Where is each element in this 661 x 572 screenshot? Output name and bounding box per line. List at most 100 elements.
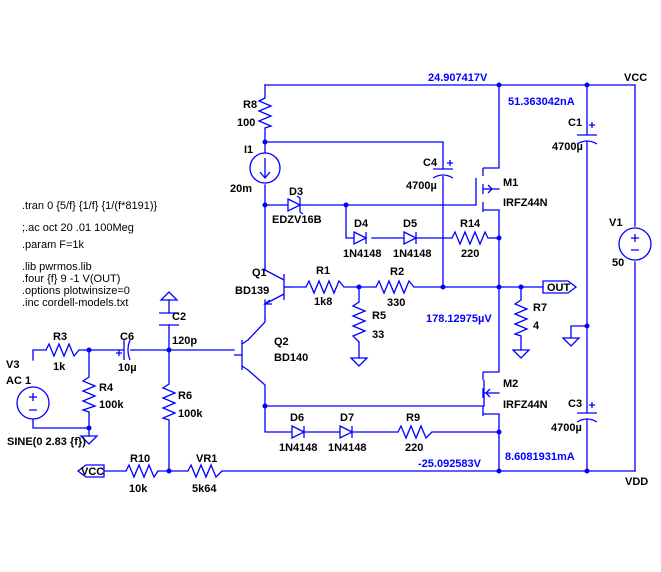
m2-value: IRFZ44N (503, 399, 548, 411)
d3-value: EDZV16B (272, 214, 322, 226)
m2-name: M2 (503, 378, 518, 390)
out-voltage: 178.12975µV (426, 313, 492, 325)
d4-symbol[interactable] (353, 230, 368, 246)
c3-name: C3 (568, 398, 582, 410)
ground-r7 (511, 349, 531, 359)
q2-name: Q2 (274, 336, 289, 348)
vr1-value: 5k64 (192, 483, 217, 495)
v1-value: 50 (612, 257, 624, 269)
r8-value: 100 (237, 117, 255, 129)
q2-value: BD140 (274, 352, 308, 364)
junctions (86, 82, 590, 474)
r4-value: 100k (99, 399, 124, 411)
d3-symbol[interactable] (282, 195, 306, 215)
r2-name: R2 (390, 266, 404, 278)
out-flag-label: OUT (547, 282, 571, 294)
v1-symbol[interactable] (618, 227, 652, 261)
r3-symbol[interactable] (45, 342, 80, 358)
d6-name: D6 (290, 412, 304, 424)
q1-name: Q1 (252, 267, 267, 279)
directive-options: .options plotwinsize=0 (22, 285, 130, 297)
vr1-name: VR1 (196, 453, 217, 465)
r8-symbol[interactable] (257, 97, 273, 129)
d7-value: 1N4148 (328, 442, 367, 454)
c1-value: 4700µ (552, 141, 583, 153)
c3-symbol[interactable] (576, 402, 598, 426)
r1-value: 1k8 (314, 296, 332, 308)
v1-name: V1 (609, 217, 622, 229)
r9-symbol[interactable] (397, 424, 433, 440)
q2-symbol[interactable] (234, 339, 249, 371)
v3-symbol[interactable] (16, 386, 50, 420)
directive-ac: ;.ac oct 20 .01 100Meg (22, 222, 134, 234)
r5-value: 33 (372, 329, 384, 341)
m2-current: 8.6081931mA (505, 451, 575, 463)
r6-value: 100k (178, 408, 203, 420)
node-vcc-voltage: 24.907417V (428, 72, 488, 84)
r5-name: R5 (372, 310, 386, 322)
c1-symbol[interactable] (576, 122, 598, 145)
spice-directives: .tran 0 {5/f} {1/f} {1/(f*8191)} ;.ac oc… (22, 200, 157, 309)
r7-name: R7 (533, 302, 547, 314)
r5-symbol[interactable] (351, 301, 367, 343)
r3-name: R3 (53, 331, 67, 343)
q1-value: BD139 (235, 285, 269, 297)
r14-symbol[interactable] (451, 230, 489, 246)
v3-value: AC 1 (6, 375, 31, 387)
r2-value: 330 (387, 297, 405, 309)
r1-symbol[interactable] (305, 279, 345, 295)
c4-symbol[interactable] (432, 160, 454, 185)
c6-symbol[interactable] (116, 339, 134, 361)
r10-name: R10 (130, 453, 150, 465)
d6-symbol[interactable] (286, 424, 306, 440)
m1-name: M1 (503, 177, 518, 189)
d5-value: 1N4148 (393, 248, 432, 260)
vcc-flag-left[interactable] (76, 464, 105, 478)
r3-value: 1k (53, 361, 66, 373)
d4-value: 1N4148 (343, 248, 382, 260)
r7-symbol[interactable] (513, 299, 529, 337)
m1-current: 51.363042nA (508, 96, 575, 108)
r1-name: R1 (316, 265, 330, 277)
ground-supply (561, 337, 581, 347)
i1-value: 20m (230, 183, 252, 195)
r9-value: 220 (405, 442, 423, 454)
r10-symbol[interactable] (125, 463, 159, 479)
d5-symbol[interactable] (394, 230, 418, 246)
net-vcc-right: VCC (624, 72, 647, 84)
i1-symbol[interactable] (249, 152, 281, 184)
r4-name: R4 (99, 382, 114, 394)
r4-symbol[interactable] (80, 376, 97, 413)
vcc-flag-label: VCC (81, 466, 104, 478)
r2-symbol[interactable] (375, 279, 415, 295)
d3-name: D3 (289, 186, 303, 198)
m2-symbol[interactable] (482, 371, 491, 416)
out-flag[interactable] (542, 280, 578, 294)
ground-c2 (159, 291, 179, 301)
d5-name: D5 (403, 218, 417, 230)
wires (32, 84, 636, 472)
r8-name: R8 (243, 99, 257, 111)
c2-symbol[interactable] (159, 312, 179, 326)
ground-r4 (79, 435, 99, 445)
c6-value: 10µ (118, 362, 137, 374)
c6-name: C6 (120, 331, 134, 343)
d7-symbol[interactable] (337, 424, 354, 440)
net-vdd-right: VDD (625, 476, 648, 488)
vr1-symbol[interactable] (187, 463, 223, 479)
r14-name: R14 (460, 218, 481, 230)
c1-name: C1 (568, 117, 582, 129)
r6-name: R6 (178, 390, 192, 402)
q1-symbol[interactable] (263, 269, 290, 305)
directive-four: .four {f} 9 -1 V(OUT) (22, 273, 120, 285)
r6-symbol[interactable] (161, 383, 177, 421)
d4-name: D4 (354, 218, 369, 230)
r14-value: 220 (461, 248, 479, 260)
c2-name: C2 (172, 311, 186, 323)
c3-value: 4700µ (551, 422, 582, 434)
ground-r5 (349, 357, 369, 367)
r10-value: 10k (129, 483, 148, 495)
m1-symbol[interactable] (475, 167, 493, 212)
